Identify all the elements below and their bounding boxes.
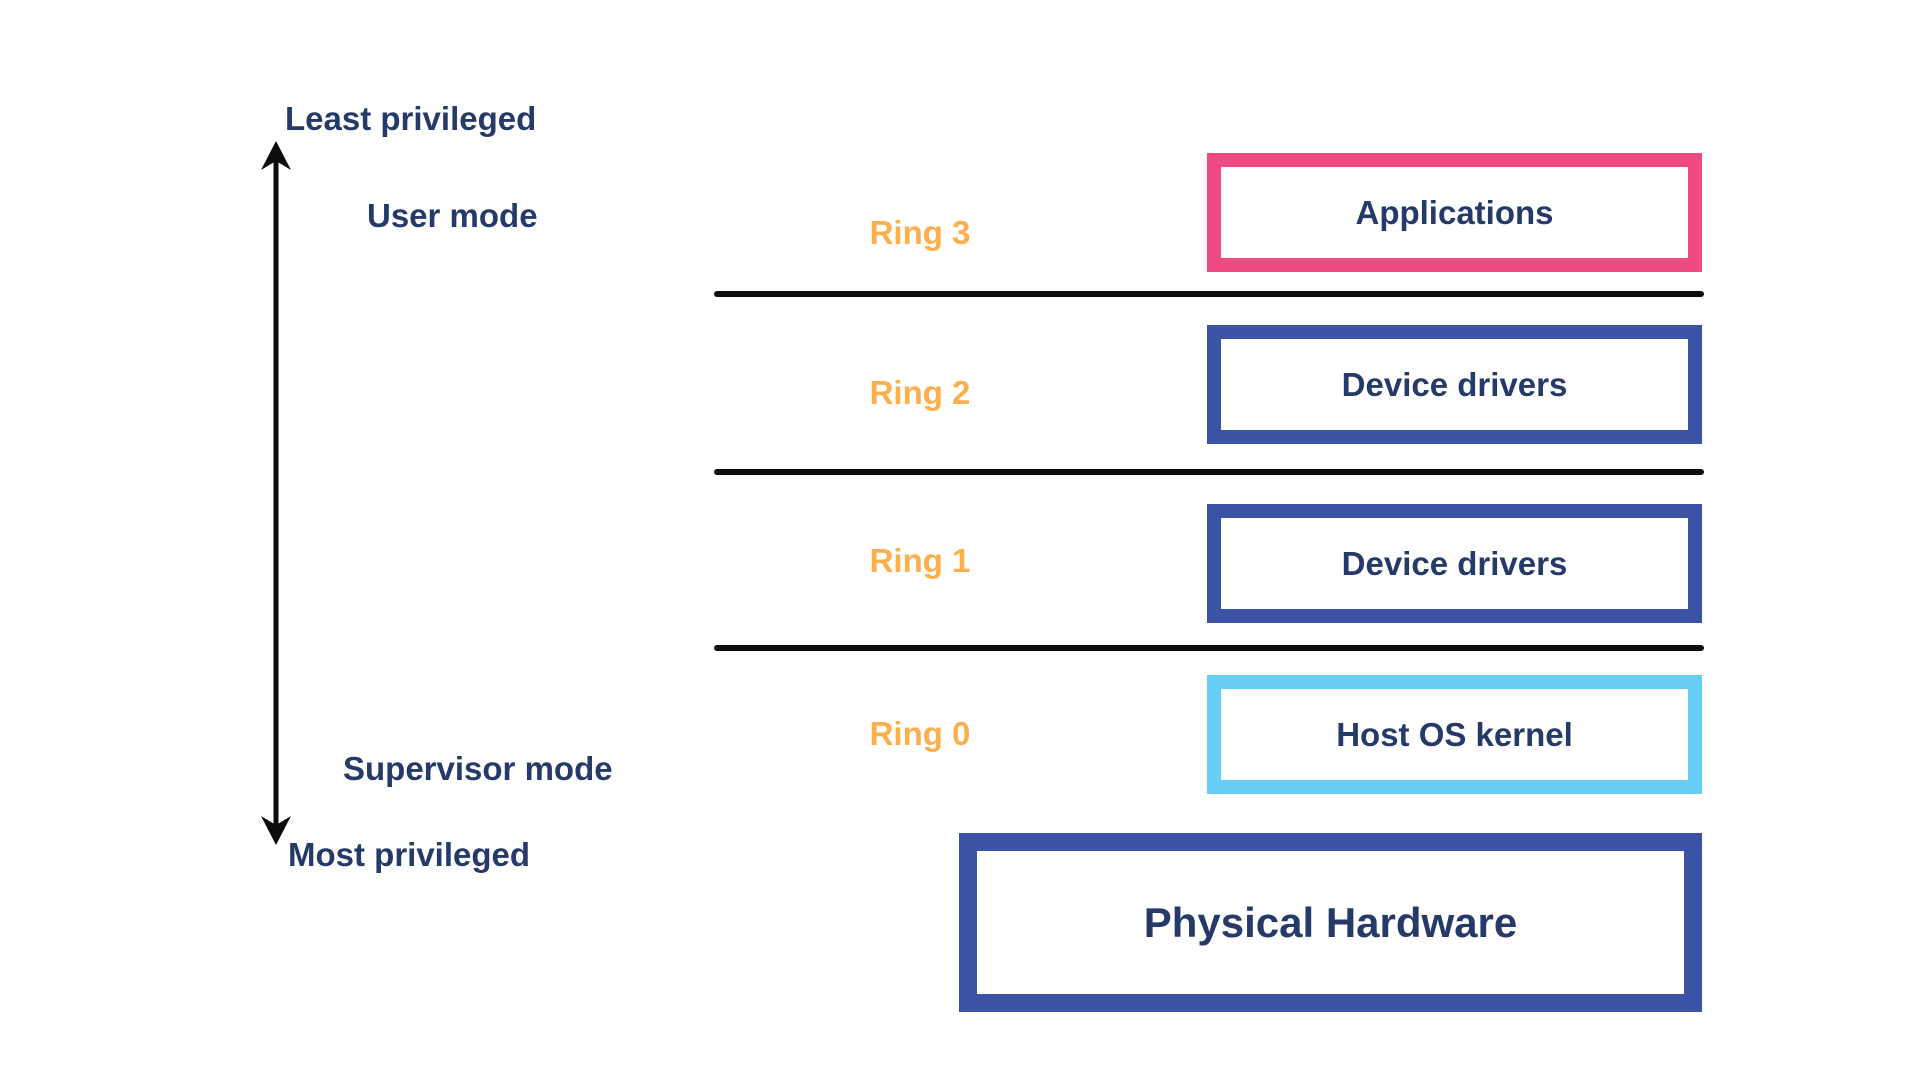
ring-1-label: Ring 1 [869, 542, 971, 579]
least-privileged-label: Least privileged [285, 100, 537, 137]
privilege-axis-arrow-icon [261, 141, 291, 845]
ring-separator-line [714, 645, 1704, 651]
most-privileged-label: Most privileged [288, 836, 531, 873]
device-drivers-box-ring1: Device drivers [1207, 504, 1702, 623]
physical-hardware-box: Physical Hardware [959, 833, 1702, 1012]
host-os-kernel-box: Host OS kernel [1207, 675, 1702, 794]
ring-2-label: Ring 2 [869, 374, 971, 411]
supervisor-mode-label: Supervisor mode [343, 750, 613, 787]
ring-3-label: Ring 3 [869, 214, 971, 251]
ring-0-label: Ring 0 [869, 715, 971, 752]
user-mode-label: User mode [367, 197, 538, 234]
device-drivers-box-ring2: Device drivers [1207, 325, 1702, 444]
applications-box: Applications [1207, 153, 1702, 272]
ring-separator-line [714, 469, 1704, 475]
ring-separator-line [714, 291, 1704, 297]
